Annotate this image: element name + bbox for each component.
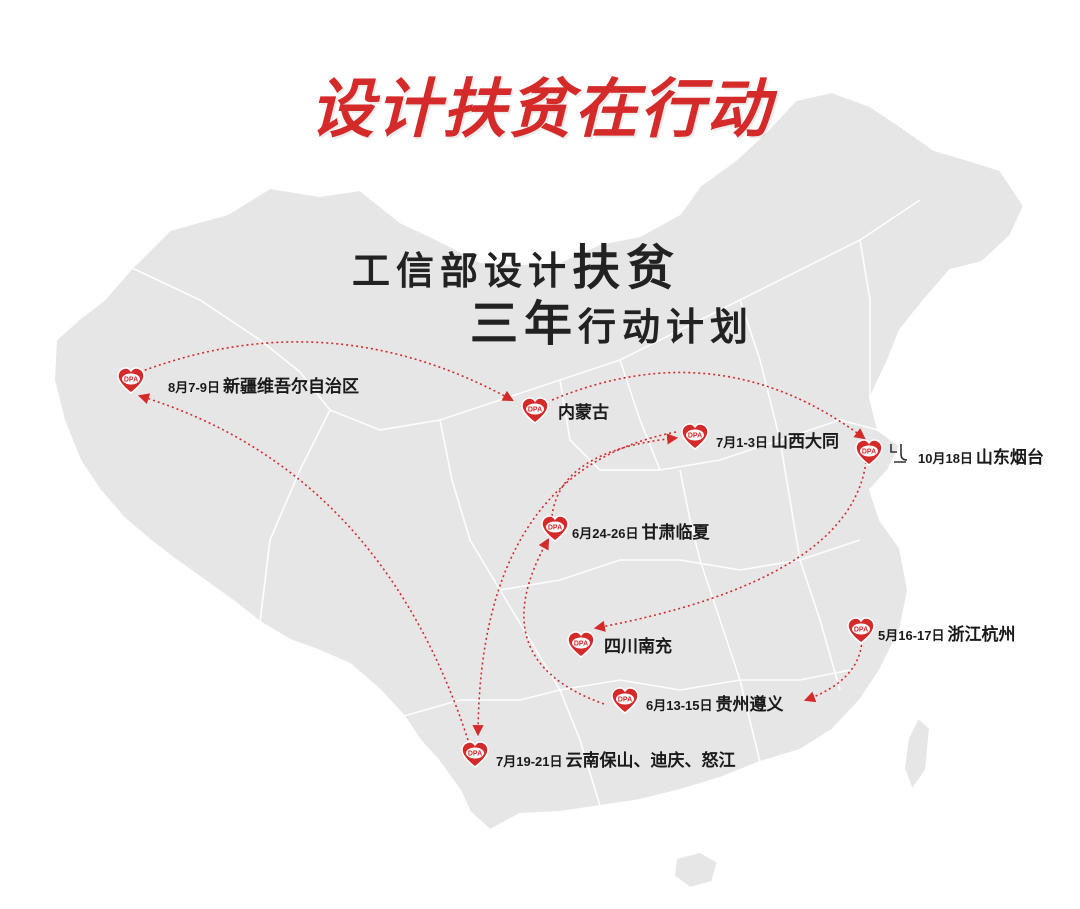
location-label-yunnan: 7月19-21日云南保山、迪庆、怒江 [496,746,735,771]
dpa-heart-icon: DPA [681,423,709,450]
dpa-heart-icon: DPA [611,687,639,714]
location-date: 7月1-3日 [716,435,769,450]
marker-text: DPA [688,433,702,440]
dpa-heart-icon: DPA [461,741,489,768]
location-label-guizhou: 6月13-15日贵州遵义 [646,690,783,715]
location-place: 浙江杭州 [947,625,1016,644]
location-date: 6月13-15日 [646,698,713,713]
marker-text: DPA [618,697,632,704]
marker-text: DPA [468,751,482,758]
marker-text: DPA [528,407,542,414]
route-xinjiang-neimenggu [139,341,514,402]
route-shandong-sichuan [593,461,867,632]
route-shanxi-yunnan [472,431,677,737]
location-label-xinjiang: 8月7-9日新疆维吾尔自治区 [168,372,359,397]
marker-text: DPA [548,525,562,532]
route-lines [137,341,867,741]
route-yunnan-xinjiang [137,393,469,741]
subtitle-line-2-a: 三年 [470,296,579,352]
location-place: 新疆维吾尔自治区 [223,377,360,396]
location-place: 四川南充 [604,637,672,656]
dpa-heart-icon: DPA [855,439,883,466]
location-place: 山东烟台 [975,448,1044,467]
subtitle-line-1: 工信部设计扶贫 [352,228,680,298]
marker-text: DPA [862,449,876,456]
dpa-heart-icon: DPA [567,631,595,658]
location-date: 6月24-26日 [572,526,639,541]
china-mainland-shape [52,90,1026,832]
hainan-shape [672,850,720,890]
location-place: 山西大同 [771,432,840,451]
route-zhejiang-guizhou [803,639,863,703]
location-place: 内蒙古 [558,403,609,422]
location-label-gansu: 6月24-26日甘肃临夏 [572,518,709,543]
location-place: 贵州遵义 [715,695,784,714]
dpa-heart-icon: DPA [117,367,145,394]
dpa-heart-icon: DPA [521,397,549,424]
route-gansu-shanxi [551,433,679,517]
marker-text: DPA [124,377,138,384]
location-date: 7月19-21日 [496,754,563,769]
location-place: 云南保山、迪庆、怒江 [565,751,736,770]
logo-icon [890,444,908,463]
subtitle-line-1-b: 扶贫 [572,240,681,296]
location-date: 10月18日 [918,451,973,466]
location-place: 甘肃临夏 [641,523,710,542]
subtitle-line-2-b: 行动计划 [578,304,755,349]
taiwan-shape [902,716,932,793]
location-date: 8月7-9日 [168,380,221,395]
location-label-shandong: 10月18日山东烟台 [918,443,1044,468]
subtitle-line-1-a: 工信部设计 [352,248,573,293]
location-date: 5月16-17日 [878,628,945,643]
location-label-zhejiang: 5月16-17日浙江杭州 [878,620,1015,645]
route-neimenggu-shandong [551,371,866,440]
dpa-heart-icon: DPA [541,515,569,542]
marker-text: DPA [854,627,868,634]
location-label-shanxi: 7月1-3日山西大同 [716,427,839,452]
marker-text: DPA [574,641,588,648]
dpa-heart-icon: DPA [847,617,875,644]
page-title: 设计扶贫在行动 [310,72,772,147]
location-label-neimenggu: 内蒙古 [558,398,609,423]
route-guizhou-gansu [523,538,605,705]
subtitle-line-2: 三年行动计划 [470,284,754,354]
province-borders [131,199,921,807]
location-label-sichuan: 四川南充 [604,632,672,657]
